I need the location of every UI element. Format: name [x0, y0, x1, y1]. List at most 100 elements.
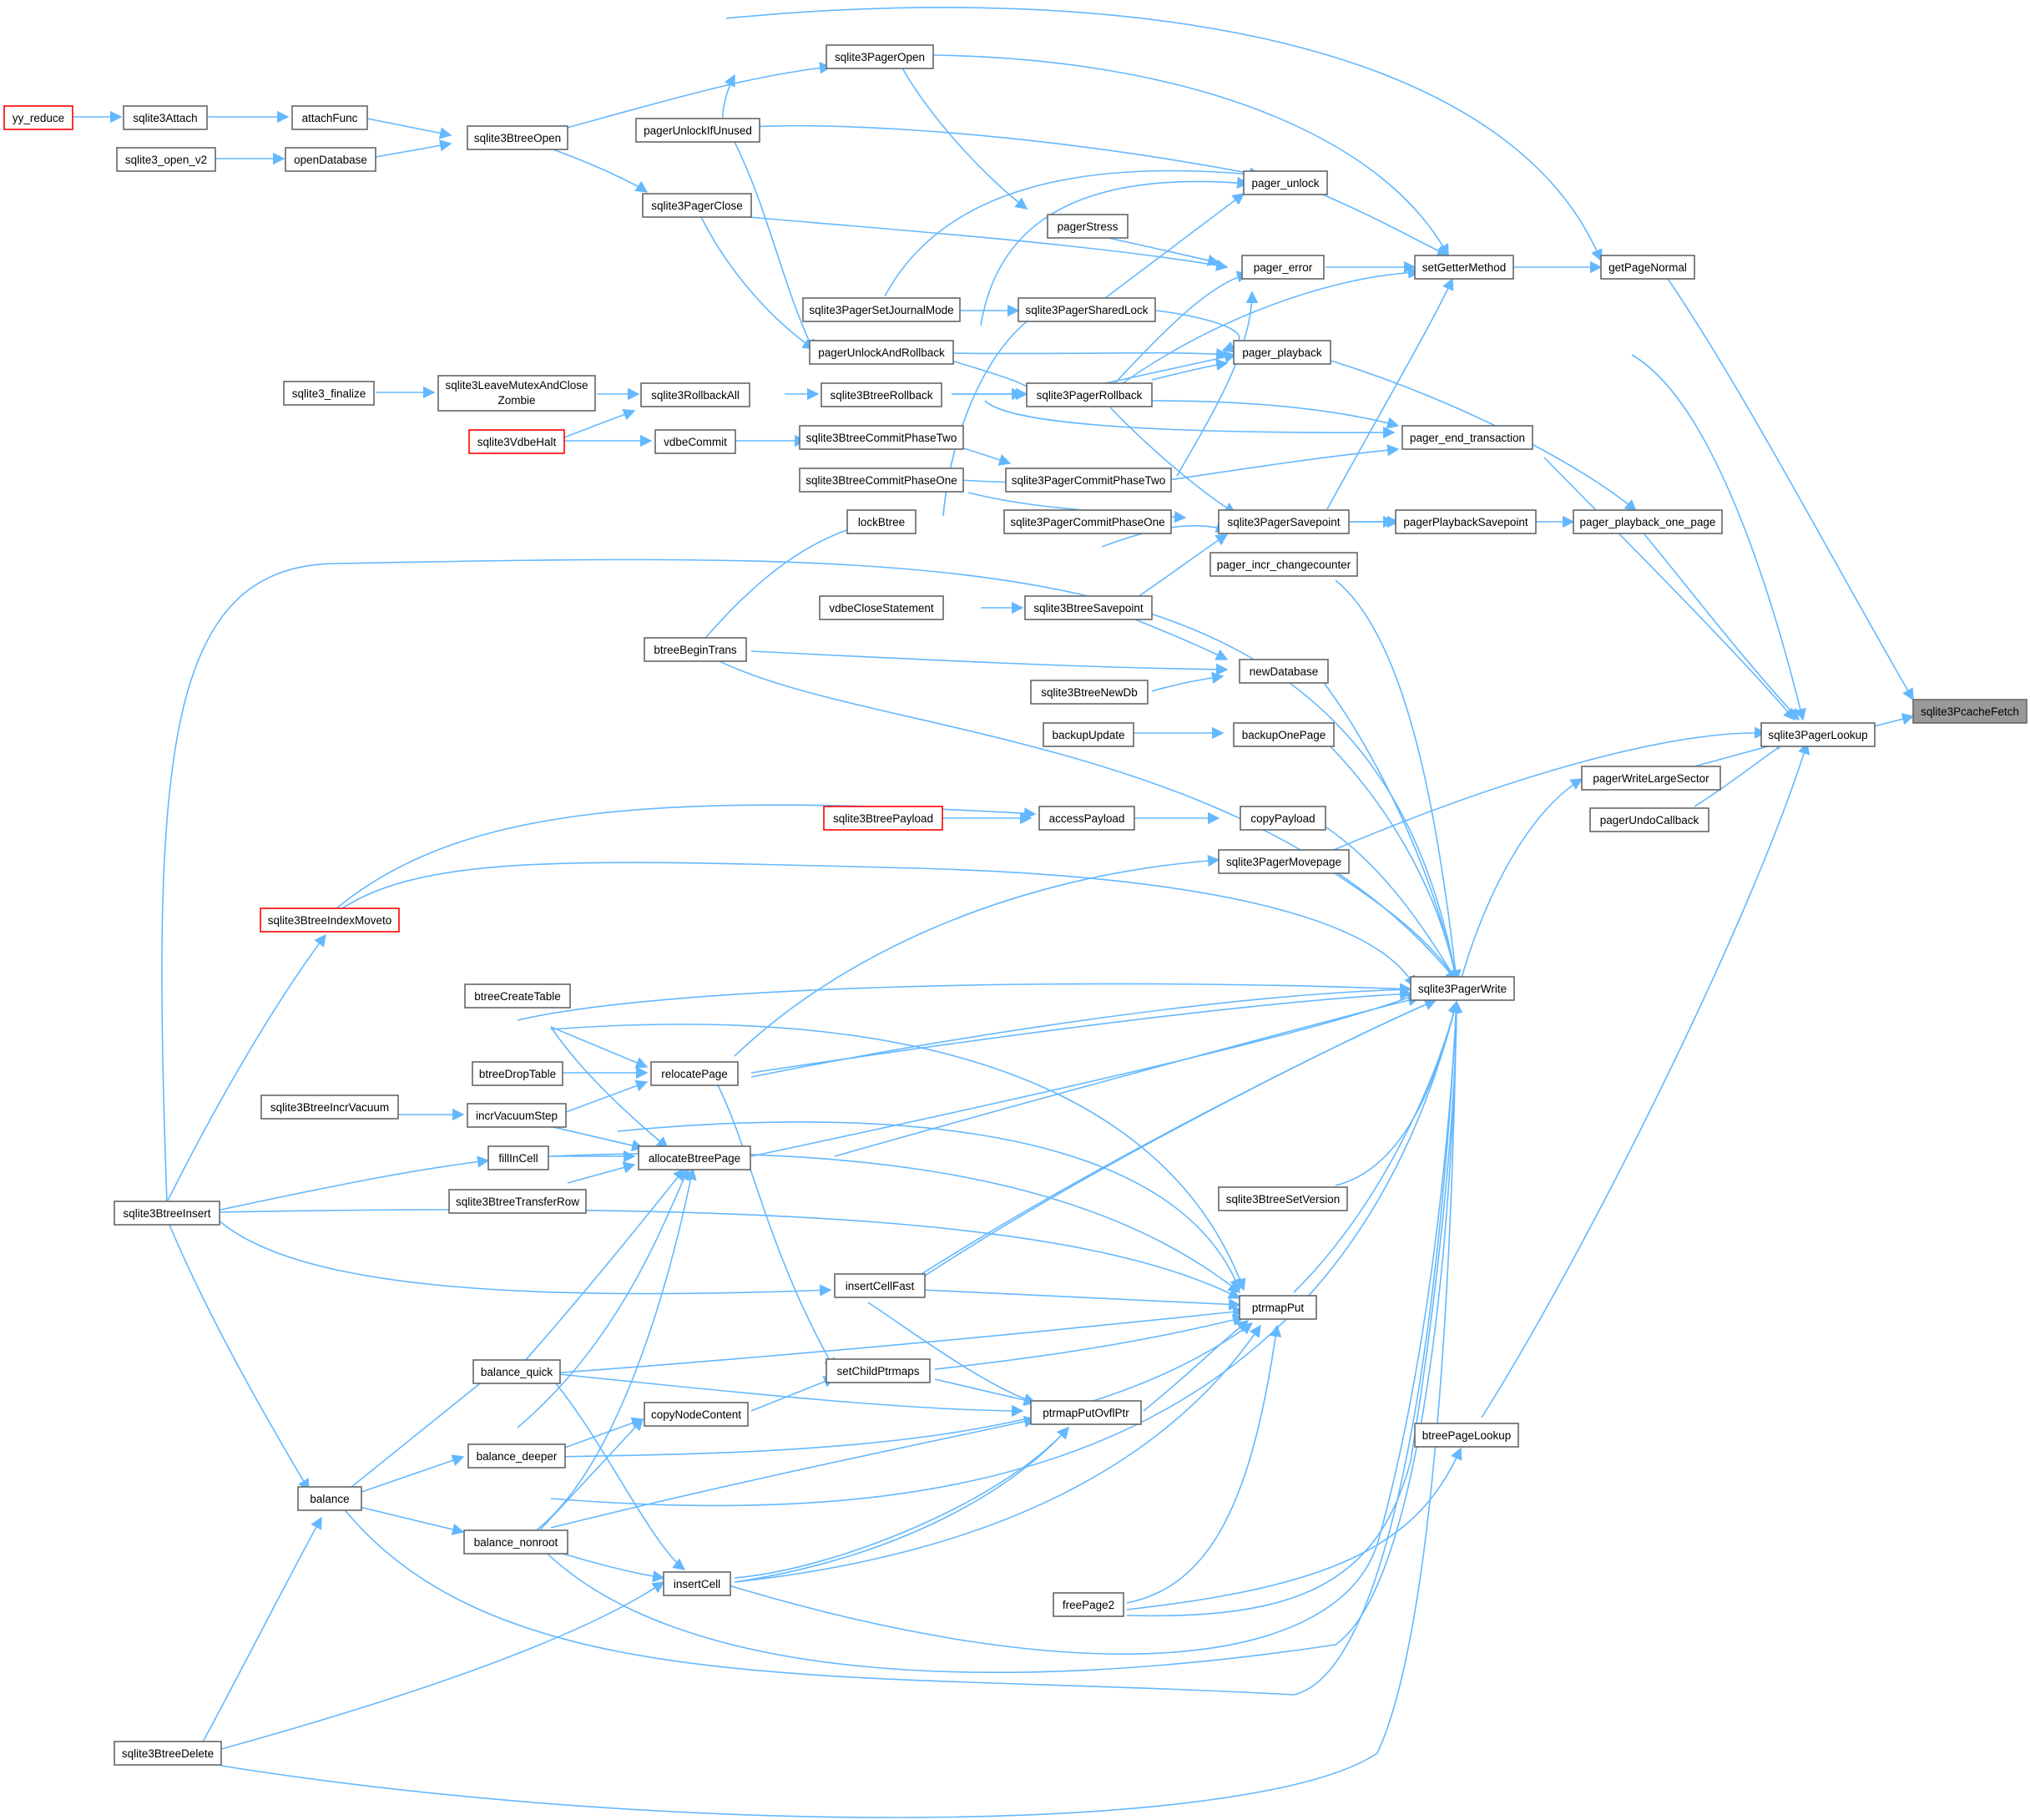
node-sqlite3BtreeIndexMoveto[interactable]: sqlite3BtreeIndexMoveto — [260, 907, 400, 933]
node-sqlite3BtreeSetVersion[interactable]: sqlite3BtreeSetVersion — [1218, 1186, 1348, 1211]
edge — [1151, 400, 1400, 429]
edge — [1458, 778, 1583, 988]
node-sqlite3BtreeOpen[interactable]: sqlite3BtreeOpen — [467, 125, 568, 150]
node-sqlite3PagerMovepage[interactable]: sqlite3PagerMovepage — [1218, 849, 1350, 874]
node-balance[interactable]: balance — [297, 1486, 362, 1511]
edge — [366, 118, 452, 139]
node-pager_error[interactable]: pager_error — [1241, 255, 1325, 280]
svg-text:sqlite3LeaveMutexAndClose: sqlite3LeaveMutexAndClose — [445, 379, 588, 392]
svg-text:sqlite3BtreeSetVersion: sqlite3BtreeSetVersion — [1226, 1193, 1341, 1206]
node-sqlite3BtreeNewDb[interactable]: sqlite3BtreeNewDb — [1030, 680, 1149, 705]
node-sqlite3BtreeTransferRow[interactable]: sqlite3BtreeTransferRow — [448, 1189, 587, 1214]
node-sqlite3RollbackAll[interactable]: sqlite3RollbackAll — [640, 382, 750, 407]
node-fillInCell[interactable]: fillInCell — [487, 1145, 549, 1170]
node-vdbeCloseStatement[interactable]: vdbeCloseStatement — [819, 595, 944, 620]
edge — [1126, 1000, 1463, 1617]
svg-text:vdbeCloseStatement: vdbeCloseStatement — [829, 602, 934, 614]
node-freePage2[interactable]: freePage2 — [1053, 1592, 1124, 1617]
node-sqlite3BtreeInsert[interactable]: sqlite3BtreeInsert — [114, 1201, 220, 1226]
node-sqlite3_finalize[interactable]: sqlite3_finalize — [283, 381, 375, 406]
svg-text:pagerStress: pagerStress — [1058, 220, 1119, 233]
node-sqlite3BtreeCommitPhaseTwo[interactable]: sqlite3BtreeCommitPhaseTwo — [799, 425, 964, 450]
node-lockBtree[interactable]: lockBtree — [846, 509, 917, 534]
node-sqlite3PagerCommitPhaseTwo[interactable]: sqlite3PagerCommitPhaseTwo — [1005, 468, 1172, 493]
node-pager_unlock[interactable]: pager_unlock — [1243, 170, 1328, 195]
node-getPageNormal[interactable]: getPageNormal — [1600, 255, 1695, 280]
node-pagerWriteLargeSector[interactable]: pagerWriteLargeSector — [1581, 766, 1721, 791]
node-setGetterMethod[interactable]: setGetterMethod — [1414, 255, 1514, 280]
node-pagerUndoCallback[interactable]: pagerUndoCallback — [1589, 807, 1709, 832]
node-sqlite3VdbeHalt[interactable]: sqlite3VdbeHalt — [468, 429, 565, 454]
svg-text:sqlite3_open_v2: sqlite3_open_v2 — [125, 154, 207, 166]
edge — [1134, 533, 1229, 599]
edge — [750, 983, 1412, 1078]
node-btreeBeginTrans[interactable]: btreeBeginTrans — [644, 637, 747, 662]
node-backupUpdate[interactable]: backupUpdate — [1043, 722, 1134, 747]
node-newDatabase[interactable]: newDatabase — [1239, 659, 1329, 684]
node-ptrmapPut[interactable]: ptrmapPut — [1239, 1295, 1317, 1320]
node-pager_incr_changecounter[interactable]: pager_incr_changecounter — [1209, 552, 1358, 577]
node-setChildPtrmaps[interactable]: setChildPtrmaps — [826, 1358, 931, 1383]
edge — [166, 1218, 310, 1492]
node-sqlite3BtreeRollback[interactable]: sqlite3BtreeRollback — [821, 382, 942, 407]
node-btreePageLookup[interactable]: btreePageLookup — [1414, 1423, 1519, 1448]
node-pagerUnlockIfUnused[interactable]: pagerUnlockIfUnused — [635, 118, 760, 143]
node-sqlite3BtreePayload[interactable]: sqlite3BtreePayload — [823, 806, 943, 831]
node-yy_reduce[interactable]: yy_reduce — [3, 105, 73, 130]
node-copyPayload[interactable]: copyPayload — [1240, 806, 1326, 831]
node-balance_quick[interactable]: balance_quick — [472, 1359, 561, 1384]
node-backupOnePage[interactable]: backupOnePage — [1233, 722, 1335, 747]
node-relocatePage[interactable]: relocatePage — [650, 1061, 739, 1086]
node-sqlite3BtreeDelete[interactable]: sqlite3BtreeDelete — [114, 1741, 222, 1766]
edge — [341, 1502, 465, 1535]
node-sqlite3PagerOpen[interactable]: sqlite3PagerOpen — [826, 44, 934, 69]
edge — [216, 1209, 1241, 1299]
node-pager_playback[interactable]: pager_playback — [1233, 340, 1331, 365]
node-btreeDropTable[interactable]: btreeDropTable — [472, 1061, 563, 1086]
node-sqlite3PagerSharedLock[interactable]: sqlite3PagerSharedLock — [1018, 297, 1156, 322]
node-pagerUnlockAndRollback[interactable]: pagerUnlockAndRollback — [809, 340, 954, 365]
node-incrVacuumStep[interactable]: incrVacuumStep — [467, 1103, 567, 1128]
node-sqlite3PagerCommitPhaseOne[interactable]: sqlite3PagerCommitPhaseOne — [1003, 509, 1172, 534]
node-btreeCreateTable[interactable]: btreeCreateTable — [464, 983, 571, 1009]
node-sqlite3PagerRollback[interactable]: sqlite3PagerRollback — [1026, 382, 1153, 407]
svg-text:sqlite3PagerCommitPhaseOne: sqlite3PagerCommitPhaseOne — [1010, 516, 1164, 528]
node-sqlite3PagerWrite[interactable]: sqlite3PagerWrite — [1410, 976, 1515, 1001]
edge — [922, 1289, 1241, 1311]
edge — [1326, 867, 1457, 983]
node-sqlite3Attach[interactable]: sqlite3Attach — [123, 105, 208, 130]
edge — [533, 1418, 644, 1537]
edge — [166, 933, 326, 1203]
node-sqlite3PagerClose[interactable]: sqlite3PagerClose — [642, 193, 752, 218]
node-sqlite3PcacheFetch[interactable]: sqlite3PcacheFetch — [1912, 699, 2027, 724]
node-sqlite3PagerLookup[interactable]: sqlite3PagerLookup — [1760, 722, 1876, 747]
svg-text:btreeDropTable: btreeDropTable — [479, 1068, 556, 1080]
edge — [1335, 579, 1462, 983]
edge — [884, 168, 1262, 297]
edge — [934, 1314, 1245, 1370]
node-accessPayload[interactable]: accessPayload — [1038, 806, 1135, 831]
node-sqlite3BtreeCommitPhaseOne[interactable]: sqlite3BtreeCommitPhaseOne — [799, 468, 964, 493]
node-sqlite3PagerSavepoint[interactable]: sqlite3PagerSavepoint — [1218, 509, 1350, 534]
node-sqlite3BtreeIncrVacuum[interactable]: sqlite3BtreeIncrVacuum — [260, 1095, 399, 1120]
node-pagerPlaybackSavepoint[interactable]: pagerPlaybackSavepoint — [1395, 509, 1537, 534]
node-sqlite3BtreeSavepoint[interactable]: sqlite3BtreeSavepoint — [1024, 595, 1153, 620]
node-pagerStress[interactable]: pagerStress — [1047, 214, 1129, 239]
node-pager_playback_one_page[interactable]: pager_playback_one_page — [1573, 509, 1723, 534]
node-attachFunc[interactable]: attachFunc — [291, 105, 368, 130]
svg-text:balance_nonroot: balance_nonroot — [474, 1536, 558, 1549]
node-pager_end_transaction[interactable]: pager_end_transaction — [1401, 425, 1533, 450]
node-balance_deeper[interactable]: balance_deeper — [467, 1443, 566, 1469]
node-sqlite3_open_v2[interactable]: sqlite3_open_v2 — [116, 147, 216, 172]
node-openDatabase[interactable]: openDatabase — [285, 147, 376, 172]
node-sqlite3PagerSetJournalMode[interactable]: sqlite3PagerSetJournalMode — [802, 297, 961, 322]
node-balance_nonroot[interactable]: balance_nonroot — [463, 1529, 568, 1555]
node-allocateBtreePage[interactable]: allocateBtreePage — [638, 1145, 751, 1170]
node-vdbeCommit[interactable]: vdbeCommit — [654, 429, 736, 454]
node-copyNodeContent[interactable]: copyNodeContent — [644, 1402, 749, 1427]
node-insertCell[interactable]: insertCell — [663, 1571, 731, 1596]
node-insertCellFast[interactable]: insertCellFast — [834, 1273, 926, 1298]
node-ptrmapPutOvflPtr[interactable]: ptrmapPutOvflPtr — [1030, 1400, 1142, 1425]
